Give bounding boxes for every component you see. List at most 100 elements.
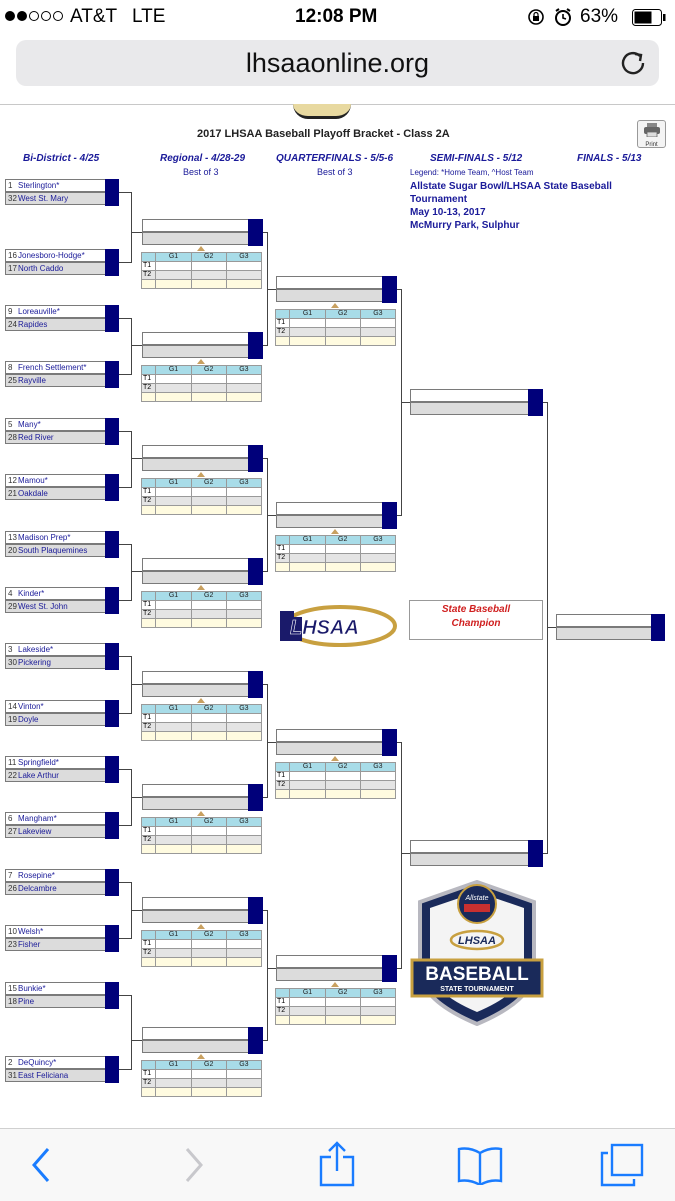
score-cell[interactable] [155,600,192,610]
score-cell[interactable] [225,1078,263,1088]
team-name[interactable]: Vinton* [18,702,44,711]
team-name[interactable]: Fisher [18,940,41,949]
team-slot[interactable]: 18Pine [5,995,106,1008]
team-name[interactable]: Doyle [18,715,39,724]
score-cell[interactable] [225,505,263,515]
score-cell[interactable] [225,600,263,610]
score-cell[interactable] [225,1069,263,1079]
score-cell[interactable] [324,780,361,790]
score-cell[interactable] [190,261,227,271]
score-cell[interactable] [324,997,361,1007]
score-cell[interactable] [190,948,227,958]
score-cell[interactable] [324,1015,361,1025]
score-cell[interactable] [359,318,397,328]
team-name[interactable]: Rapides [18,320,48,329]
team-slot[interactable]: 12Mamou* [5,474,106,487]
score-cell[interactable] [155,1087,192,1097]
team-name[interactable]: French Settlement* [18,363,87,372]
team-name[interactable]: Sterlington* [18,181,60,190]
score-cell[interactable] [190,1078,227,1088]
score-cell[interactable] [225,279,263,289]
team-name[interactable]: Lake Arthur [18,771,59,780]
score-cell[interactable] [190,939,227,949]
score-cell[interactable] [190,1069,227,1079]
team-name[interactable]: Rayville [18,376,47,385]
score-cell[interactable] [289,336,326,346]
score-cell[interactable] [324,318,361,328]
score-cell[interactable] [155,939,192,949]
score-cell[interactable] [225,374,263,384]
score-cell[interactable] [155,826,192,836]
score-cell[interactable] [155,496,192,506]
score-cell[interactable] [155,609,192,619]
score-cell[interactable] [155,261,192,271]
url-text[interactable]: lhsaaonline.org [245,48,430,78]
team-slot[interactable]: 16Jonesboro-Hodge* [5,249,106,262]
score-cell[interactable] [289,562,326,572]
team-name[interactable]: Lakeview [18,827,52,836]
score-cell[interactable] [289,780,326,790]
team-name[interactable]: South Plaquemines [18,546,88,555]
team-name[interactable]: Many* [18,420,41,429]
team-name[interactable]: Springfield* [18,758,59,767]
team-name[interactable]: Mangham* [18,814,57,823]
score-cell[interactable] [289,553,326,563]
score-cell[interactable] [190,722,227,732]
score-cell[interactable] [190,374,227,384]
team-slot[interactable]: 25Rayville [5,374,106,387]
score-cell[interactable] [190,609,227,619]
score-cell[interactable] [190,496,227,506]
team-name[interactable]: Lakeside* [18,645,54,654]
score-cell[interactable] [289,544,326,554]
score-cell[interactable] [190,618,227,628]
score-cell[interactable] [359,997,397,1007]
team-name[interactable]: Madison Prep* [18,533,71,542]
team-slot[interactable]: 17North Caddo [5,262,106,275]
score-cell[interactable] [324,544,361,554]
score-cell[interactable] [359,562,397,572]
score-cell[interactable] [155,731,192,741]
team-slot[interactable]: 27Lakeview [5,825,106,838]
score-cell[interactable] [225,948,263,958]
team-name[interactable]: West St. Mary [18,194,69,203]
score-cell[interactable] [225,844,263,854]
score-cell[interactable] [359,336,397,346]
team-name[interactable]: Loreauville* [18,307,60,316]
score-cell[interactable] [190,957,227,967]
score-cell[interactable] [190,392,227,402]
score-cell[interactable] [155,487,192,497]
score-cell[interactable] [155,957,192,967]
score-cell[interactable] [155,383,192,393]
team-slot[interactable]: 23Fisher [5,938,106,951]
score-cell[interactable] [155,1078,192,1088]
score-cell[interactable] [190,844,227,854]
score-cell[interactable] [359,1006,397,1016]
score-cell[interactable] [155,844,192,854]
score-cell[interactable] [155,713,192,723]
score-cell[interactable] [225,383,263,393]
team-name[interactable]: Pine [18,997,35,1006]
team-name[interactable]: Pickering [18,658,51,667]
score-cell[interactable] [324,336,361,346]
score-cell[interactable] [225,487,263,497]
score-cell[interactable] [359,1015,397,1025]
team-name[interactable]: East Feliciana [18,1071,69,1080]
team-name[interactable]: Rosepine* [18,871,55,880]
score-cell[interactable] [359,544,397,554]
score-cell[interactable] [190,600,227,610]
team-name[interactable]: Bunkie* [18,984,46,993]
score-cell[interactable] [190,505,227,515]
score-cell[interactable] [289,997,326,1007]
score-cell[interactable] [324,1006,361,1016]
score-cell[interactable] [324,789,361,799]
score-cell[interactable] [190,487,227,497]
score-cell[interactable] [155,270,192,280]
score-cell[interactable] [225,957,263,967]
team-slot[interactable]: 29West St. John [5,600,106,613]
score-cell[interactable] [225,722,263,732]
